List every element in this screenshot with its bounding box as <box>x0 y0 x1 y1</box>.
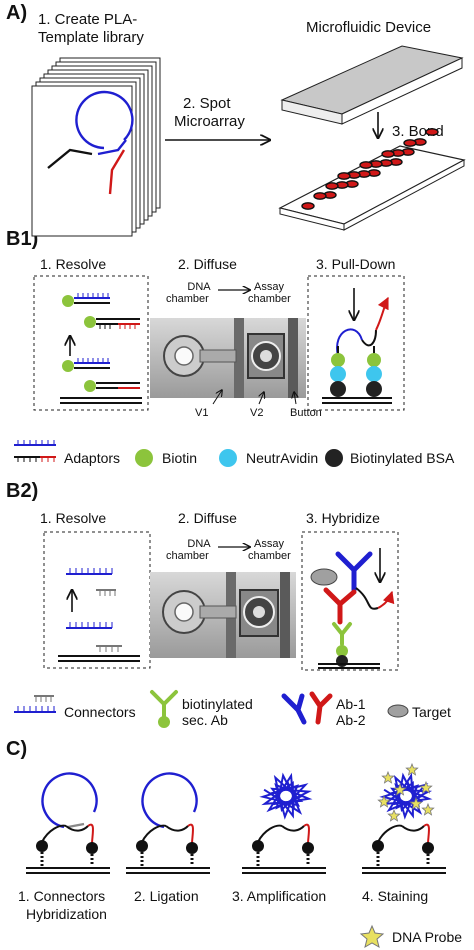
b1-pulldown-box <box>307 275 405 411</box>
microarray-spot <box>313 192 327 200</box>
legend-ab1-ab2-icon <box>281 691 333 725</box>
b1-dna-chamber-2: chamber <box>166 293 209 305</box>
b1-assay-chamber-2: chamber <box>248 293 291 305</box>
legend-ab2: Ab-2 <box>336 712 366 728</box>
legend-neutravidin: NeutrAvidin <box>246 450 319 466</box>
legend-neutravidin-icon <box>219 449 237 467</box>
legend-target: Target <box>412 704 451 720</box>
dna-probe-star <box>377 794 391 808</box>
legend-ab1: Ab-1 <box>336 696 366 712</box>
dna-probe-star <box>393 782 407 796</box>
b2-step-diffuse: 2. Diffuse <box>178 510 237 526</box>
b2-resolve-connectors <box>58 568 140 662</box>
dna-probe-star <box>409 796 423 810</box>
b2-hybridize-schematic <box>310 548 395 669</box>
legend-sec-ab-line2: sec. Ab <box>182 712 228 728</box>
c-step-connectors-line2: Hybridization <box>26 906 107 922</box>
microarray-spot <box>325 182 339 190</box>
microfluidic-device-slab <box>280 45 464 125</box>
microarray-spot <box>359 161 373 169</box>
legend-biotin-icon <box>135 449 153 467</box>
step-create-library-line1: 1. Create PLA- <box>38 11 138 28</box>
b1-step-resolve: 1. Resolve <box>40 256 107 272</box>
panel-b1-label: B1) <box>6 228 39 250</box>
b2-dna-chamber-2: chamber <box>166 550 209 562</box>
b2-step-hybridize: 3. Hybridize <box>306 510 380 526</box>
c-step-staining: 4. Staining <box>362 888 429 904</box>
legend-bsa-icon <box>325 449 343 467</box>
panel-c-label: C) <box>6 738 28 760</box>
b1-assay-chamber-1: Assay <box>254 281 284 293</box>
b1-step-diffuse: 2. Diffuse <box>178 256 237 272</box>
dna-probe-star <box>421 802 435 816</box>
c-step-connectors-line1: 1. Connectors <box>18 888 106 904</box>
panel-c-assembly-1 <box>26 772 110 874</box>
legend-dna-probe: DNA Probe <box>392 929 463 945</box>
legend-biotin: Biotin <box>162 450 198 466</box>
legend-biotinylated-bsa: Biotinylated BSA <box>350 450 455 466</box>
panel-c-assembly-2 <box>126 772 210 874</box>
b1-dna-chamber-1: DNA <box>187 281 211 293</box>
legend-adaptors-icon <box>14 440 56 462</box>
b2-assay-chamber-2: chamber <box>248 550 291 562</box>
legend-target-icon <box>387 704 409 718</box>
microarray-spot <box>381 150 395 158</box>
b1-pulldown-schematic <box>322 288 392 404</box>
pla-template-icon <box>47 90 134 195</box>
legend-sec-ab-line1: biotinylated <box>182 696 253 712</box>
microarray-spot <box>403 139 417 147</box>
microarray-spot <box>337 172 351 180</box>
b1-resolve-box <box>33 275 149 411</box>
panel-c-assembly-3 <box>242 772 326 874</box>
legend-sec-ab-icon <box>150 690 178 728</box>
b1-chip-micrograph <box>150 290 306 405</box>
panel-b2-label: B2) <box>6 480 39 502</box>
b1-valve-v2: V2 <box>250 407 264 419</box>
panel-c-assembly-4 <box>362 762 446 874</box>
step-spot-line1: 2. Spot <box>183 95 231 112</box>
b2-chip-micrograph <box>150 547 296 658</box>
b2-resolve-box <box>43 531 151 669</box>
step-spot-line2: Microarray <box>174 113 245 130</box>
c-step-amplification: 3. Amplification <box>232 888 327 904</box>
panel-a-label: A) <box>6 2 28 24</box>
c-step-ligation: 2. Ligation <box>134 888 199 904</box>
legend-connectors: Connectors <box>64 704 136 720</box>
b1-step-pulldown: 3. Pull-Down <box>316 256 396 272</box>
b1-resolve-adaptors <box>60 293 142 404</box>
b2-hybridize-box <box>301 531 399 671</box>
b2-assay-chamber-1: Assay <box>254 538 284 550</box>
legend-connectors-icon <box>14 695 56 713</box>
bonded-microarray-device <box>278 128 466 231</box>
dna-probe-star <box>405 762 419 776</box>
step-create-library-line2: Template library <box>38 29 144 46</box>
microarray-spot <box>425 128 439 136</box>
dna-probe-star <box>419 780 433 794</box>
dna-probe-star <box>381 770 395 784</box>
dna-probe-star <box>387 808 401 822</box>
legend-adaptors: Adaptors <box>64 450 121 466</box>
legend-dna-probe-star-icon <box>359 924 385 949</box>
b2-step-resolve: 1. Resolve <box>40 510 107 526</box>
b2-dna-chamber-1: DNA <box>187 538 211 550</box>
microfluidic-device-title: Microfluidic Device <box>306 19 432 36</box>
microarray-spot <box>301 202 315 210</box>
b1-valve-v1: V1 <box>195 407 209 419</box>
